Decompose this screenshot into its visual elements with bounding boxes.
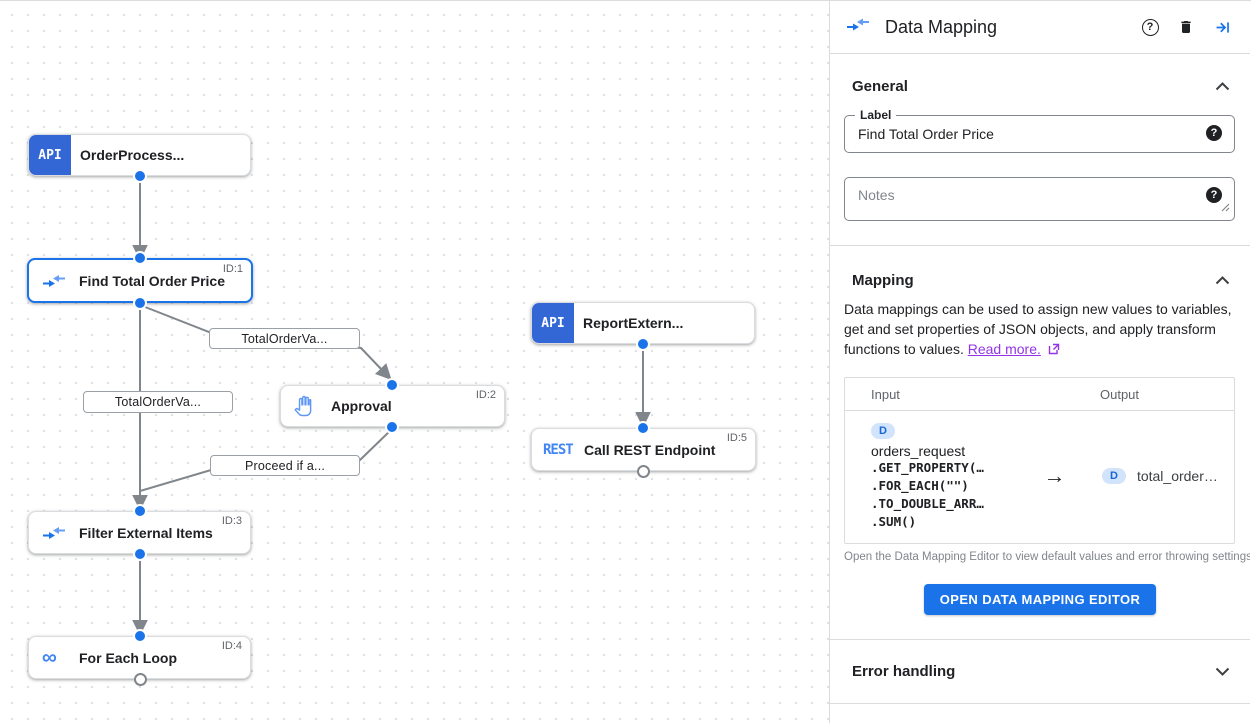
mapping-table[interactable]: Input Output D orders_request .GET_PROPE… [844, 377, 1235, 544]
node-for-each-loop[interactable]: ∞ For Each Loop ID:4 [28, 636, 251, 679]
transform-line: .SUM() [871, 514, 917, 529]
section-title: Error handling [852, 663, 956, 680]
divider [830, 245, 1250, 246]
connector-dot [133, 251, 147, 265]
section-general: General Label ? ? [830, 78, 1250, 221]
mapping-arrow-icon: → [1043, 463, 1066, 488]
chevron-up-icon[interactable] [1215, 82, 1230, 91]
transform-line: .FOR_EACH("") [871, 478, 969, 493]
edge-label-total-order-to-approval[interactable]: TotalOrderVa... [209, 328, 360, 349]
workflow-canvas[interactable]: API OrderProcess... Find Total Order Pri… [0, 1, 830, 723]
chevron-up-icon[interactable] [1215, 276, 1230, 285]
node-id-label: ID:1 [222, 263, 243, 275]
help-icon[interactable]: ? [1138, 15, 1162, 39]
section-mapping-header[interactable]: Mapping [830, 272, 1250, 289]
transform-line: .TO_DOUBLE_ARR… [871, 496, 984, 511]
read-more-link[interactable]: Read more. [967, 341, 1041, 357]
connector-dot [636, 337, 650, 351]
data-mapping-icon [42, 525, 66, 540]
mapping-table-header: Input Output [845, 378, 1234, 411]
external-link-icon [1048, 340, 1060, 360]
double-type-badge: D [871, 423, 895, 439]
connector-dot [133, 504, 147, 518]
node-id-label: ID:5 [726, 432, 747, 444]
output-column-header: Output [1100, 386, 1140, 402]
node-id-label: ID:4 [221, 640, 242, 652]
connector-dot [133, 169, 147, 183]
double-type-badge: D [1102, 468, 1126, 484]
panel-title: Data Mapping [885, 16, 998, 37]
panel-header: Data Mapping ? [830, 1, 1250, 54]
notes-field: ? [844, 177, 1235, 221]
node-label: Find Total Order Price [79, 272, 225, 289]
output-variable: total_order… [1136, 468, 1218, 484]
connector-dot-open [134, 673, 147, 686]
config-panel: Data Mapping ? General Label [830, 1, 1250, 723]
divider [830, 639, 1250, 640]
delete-icon[interactable] [1174, 15, 1198, 39]
input-variable: orders_request [871, 443, 966, 459]
input-column-header: Input [871, 386, 900, 402]
help-icon[interactable]: ? [1206, 125, 1222, 141]
label-field-caption: Label [855, 108, 897, 122]
mapping-input-cell: D orders_request .GET_PROPERTY(… .FOR_EA… [845, 421, 1007, 531]
label-input[interactable] [845, 116, 1234, 152]
collapse-panel-icon[interactable] [1210, 15, 1234, 39]
node-id-label: ID:3 [221, 515, 242, 527]
connector-dot [385, 420, 399, 434]
transform-line: .GET_PROPERTY(… [871, 460, 984, 475]
open-data-mapping-editor-button[interactable]: OPEN DATA MAPPING EDITOR [923, 584, 1157, 615]
api-trigger-badge: API [29, 135, 71, 175]
section-title: General [852, 78, 908, 95]
node-label: For Each Loop [79, 649, 177, 666]
mapping-description: Data mappings can be used to assign new … [844, 299, 1235, 360]
node-label: Call REST Endpoint [584, 441, 716, 458]
workflow-edges [132, 177, 651, 636]
section-general-header[interactable]: General [830, 78, 1250, 95]
connector-dot [636, 421, 650, 435]
api-trigger-badge: API [532, 303, 574, 343]
mapping-footnote: Open the Data Mapping Editor to view def… [844, 551, 1250, 563]
section-title: Mapping [852, 272, 914, 289]
connector-dot [385, 378, 399, 392]
data-mapping-icon [846, 17, 870, 37]
section-error-handling: Error handling [830, 663, 1250, 703]
connector-dot [133, 296, 147, 310]
mapping-output-cell: D total_order… [1102, 468, 1218, 484]
connector-dot [133, 547, 147, 561]
data-mapping-icon [42, 273, 66, 288]
mapping-row[interactable]: D orders_request .GET_PROPERTY(… .FOR_EA… [845, 411, 1234, 543]
connector-dot [133, 629, 147, 643]
edge-label-proceed-if[interactable]: Proceed if a... [210, 455, 360, 476]
edge-label-total-order-to-filter[interactable]: TotalOrderVa... [83, 391, 233, 413]
node-label: OrderProcess... [80, 147, 185, 163]
chevron-down-icon[interactable] [1215, 667, 1230, 676]
section-mapping: Mapping Data mappings can be used to ass… [830, 272, 1250, 615]
resize-handle[interactable] [1221, 199, 1230, 217]
help-icon[interactable]: ? [1206, 187, 1222, 203]
section-error-handling-header[interactable]: Error handling [830, 663, 1250, 680]
node-label: Filter External Items [79, 524, 213, 541]
approval-hand-icon [294, 395, 313, 417]
node-trigger-order-process[interactable]: API OrderProcess... [28, 134, 251, 176]
connector-dot-open [637, 465, 650, 478]
node-trigger-report-external[interactable]: API ReportExtern... [531, 302, 755, 344]
divider [830, 703, 1250, 704]
notes-textarea[interactable] [845, 178, 1234, 220]
rest-icon: REST [543, 441, 574, 458]
node-id-label: ID:2 [475, 389, 496, 401]
node-label: Approval [331, 398, 392, 414]
label-field: Label ? [844, 108, 1235, 153]
for-each-loop-icon: ∞ [42, 645, 57, 669]
node-label: ReportExtern... [583, 315, 684, 331]
